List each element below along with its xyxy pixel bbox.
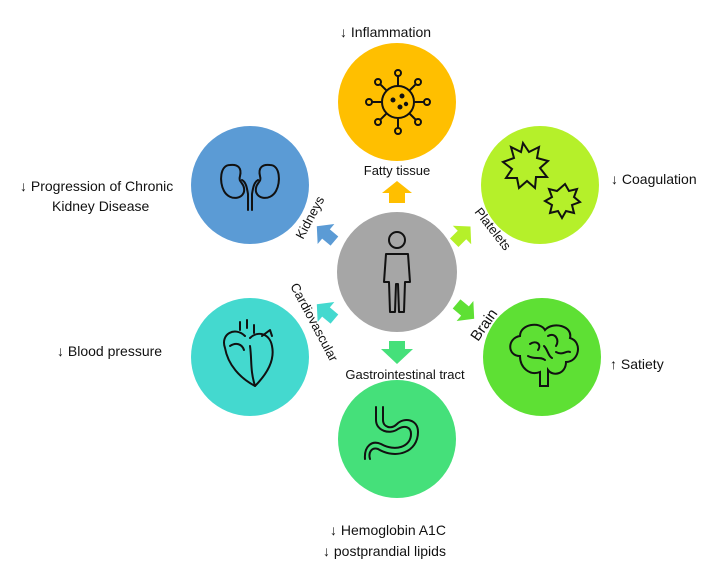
coagulation-outcome: ↓ Coagulation xyxy=(611,171,697,187)
brain-circle xyxy=(483,298,601,416)
blood-pressure-outcome: ↓ Blood pressure xyxy=(57,343,163,359)
gi-tract-label: Gastrointestinal tract xyxy=(345,367,465,382)
virus-cell-icon xyxy=(365,69,431,135)
fatty-tissue-label: Fatty tissue xyxy=(364,163,430,178)
gi-tract-circle xyxy=(338,380,456,498)
cardiovascular-arrow xyxy=(316,302,339,324)
person-icon xyxy=(383,231,411,313)
stomach-icon xyxy=(363,406,420,460)
ckd-outcome-line2: Kidney Disease xyxy=(52,198,150,214)
lipids-outcome: ↓ postprandial lipids xyxy=(323,543,446,559)
center-circle xyxy=(337,212,457,332)
heart-icon xyxy=(223,319,274,387)
kidneys-circle xyxy=(191,126,309,244)
inflammation-outcome: ↓ Inflammation xyxy=(340,24,432,40)
platelets-circle xyxy=(481,126,599,244)
hba1c-outcome: ↓ Hemoglobin A1C xyxy=(330,522,446,538)
ckd-outcome-line1: ↓ Progression of Chronic xyxy=(20,178,174,194)
kidney-icon xyxy=(220,163,280,211)
fatty-tissue-circle xyxy=(338,43,456,161)
gi-tract-arrow xyxy=(381,341,413,364)
brain-arrow xyxy=(452,299,475,321)
brain-icon xyxy=(509,323,579,387)
platelets-arrow xyxy=(449,225,472,248)
platelet-icon xyxy=(500,140,582,221)
kidneys-arrow xyxy=(316,224,339,246)
satiety-outcome: ↑ Satiety xyxy=(610,356,664,372)
fatty-tissue-arrow xyxy=(382,181,412,203)
